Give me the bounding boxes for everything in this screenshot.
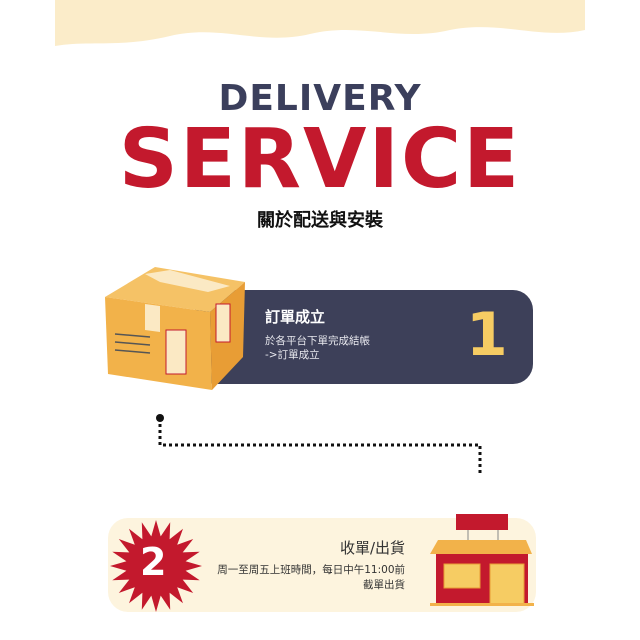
- shop-icon: [430, 514, 534, 606]
- step-1-number: 1: [466, 300, 508, 370]
- starburst-icon: [110, 520, 202, 612]
- subtitle: 關於配送與安裝: [257, 210, 383, 231]
- step-2-number: 2: [140, 540, 167, 584]
- title-delivery: DELIVERY: [218, 78, 422, 119]
- step-1-title: 訂單成立: [265, 308, 326, 326]
- step-2-desc-line1: 周一至周五上班時間，每日中午11:00前: [217, 564, 405, 576]
- step-2-title: 收單/出貨: [339, 539, 405, 557]
- step-1-card: [195, 290, 533, 384]
- step-1-desc-line2: ->訂單成立: [265, 349, 320, 361]
- step-1-desc-line1: 於各平台下單完成結帳: [265, 335, 370, 347]
- title-service: SERVICE: [118, 112, 522, 207]
- top-wave-decoration: [55, 0, 585, 46]
- step-2-desc-line2: 截單出貨: [363, 579, 405, 591]
- cardboard-box-icon: [105, 267, 245, 390]
